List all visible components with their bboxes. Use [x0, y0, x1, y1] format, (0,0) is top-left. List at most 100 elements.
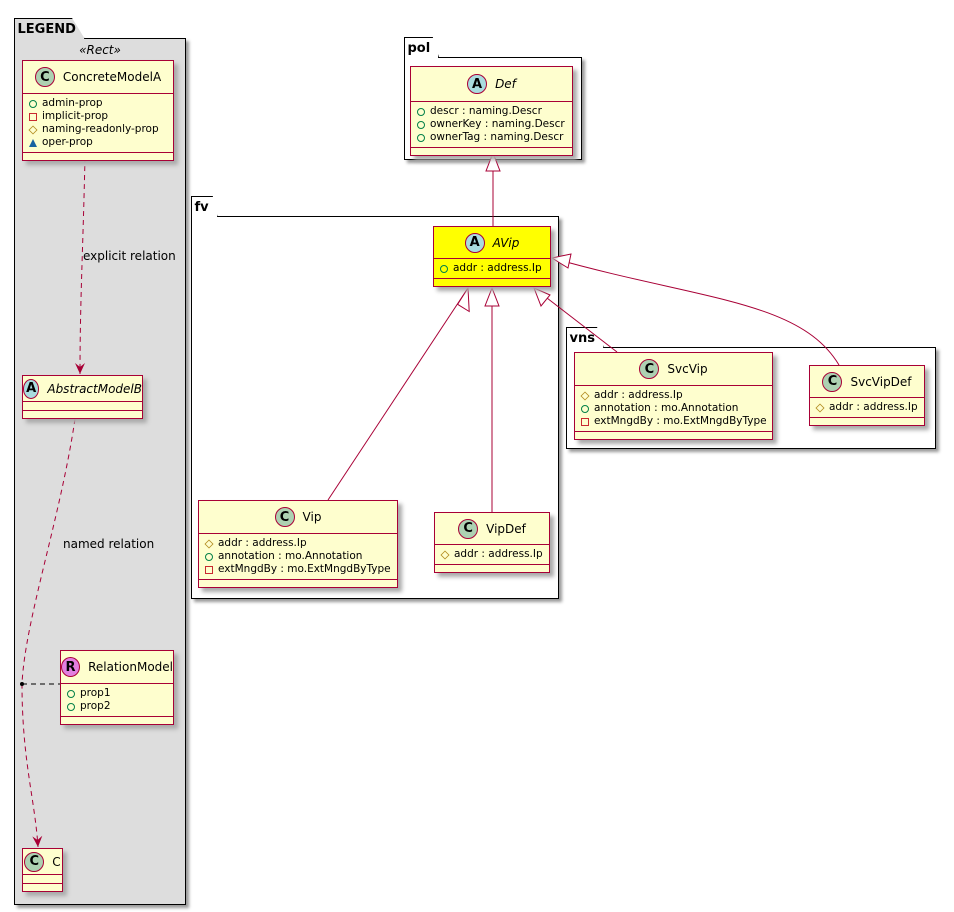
private-visibility-icon: [29, 112, 37, 121]
abstract-class-icon: A: [23, 378, 40, 399]
method-list: [434, 279, 550, 286]
class-icon: C: [458, 518, 479, 539]
method-list: [23, 153, 173, 160]
class-icon: C: [822, 371, 843, 392]
attribute: annotation : mo.Annotation: [205, 550, 391, 563]
attribute: annotation : mo.Annotation: [581, 402, 766, 415]
attribute: oper-prop: [29, 136, 167, 149]
method-list: [199, 580, 397, 587]
attribute-text: annotation : mo.Annotation: [594, 402, 739, 414]
relation-icon: R: [61, 657, 81, 677]
attribute: extMngdBy : mo.ExtMngdByType: [205, 563, 391, 576]
public-visibility-icon: [67, 689, 75, 698]
legend-stereotype: «Rect»: [79, 43, 121, 57]
public-visibility-icon: [417, 133, 425, 142]
class-name: Vip: [302, 510, 322, 524]
attribute-text: addr : address.Ip: [454, 548, 543, 560]
named-relation-label: named relation: [63, 537, 155, 551]
class-name: SvcVip: [667, 362, 708, 376]
attribute-text: implicit-prop: [42, 110, 109, 122]
public-visibility-icon: [205, 552, 213, 561]
method-list: [435, 565, 549, 572]
class-icon: C: [639, 359, 660, 379]
protected-visibility-icon: [815, 402, 825, 413]
private-visibility-icon: [205, 565, 213, 574]
attribute: descr : naming.Descr: [417, 105, 566, 118]
package-visibility-icon: [29, 138, 37, 147]
private-visibility-icon: [581, 417, 589, 426]
class-name: AVip: [492, 235, 520, 250]
abstract-class-icon: A: [467, 74, 488, 94]
package-vns-label: vns: [565, 327, 604, 348]
package-legend-label: LEGEND: [13, 18, 85, 39]
class-icon: C: [24, 851, 45, 872]
attribute-text: addr : address.Ip: [594, 389, 683, 401]
attribute-text: naming-readonly-prop: [42, 123, 159, 135]
vip-avip-generalization: [327, 287, 469, 501]
attribute-list: addr : address.Ip: [435, 545, 549, 565]
attribute-text: addr : address.Ip: [218, 537, 307, 549]
attribute: prop2: [67, 700, 167, 713]
public-visibility-icon: [29, 99, 37, 108]
svcvipdef-avip-generalization: [551, 257, 840, 366]
attribute: extMngdBy : mo.ExtMngdByType: [581, 415, 767, 428]
svcvip-avip-generalization: [533, 287, 618, 353]
protected-visibility-icon: [204, 538, 214, 549]
attribute: addr : address.Ip: [815, 401, 918, 414]
attribute: ownerTag : naming.Descr: [417, 131, 566, 144]
attribute: admin-prop: [29, 97, 167, 110]
explicit-relation-label: explicit relation: [83, 249, 176, 263]
method-list: [23, 884, 62, 891]
method-list: [411, 148, 572, 155]
attribute-text: extMngdBy : mo.ExtMngdByType: [218, 563, 391, 575]
method-list: [23, 411, 142, 418]
public-visibility-icon: [417, 107, 425, 116]
package-fv-label: fv: [190, 196, 218, 217]
attribute: addr : address.Ip: [440, 262, 544, 275]
class-header: C VipDef: [435, 513, 549, 545]
class-icon: C: [34, 67, 55, 87]
public-visibility-icon: [417, 120, 425, 129]
class-header: R RelationModel: [61, 651, 173, 684]
method-list: [575, 432, 772, 439]
class-header: C SvcVip: [575, 353, 772, 386]
named-relation-edge: [21, 418, 76, 848]
class-vip-def[interactable]: C VipDef addr : address.Ip: [434, 512, 550, 573]
attribute-text: ownerKey : naming.Descr: [430, 118, 565, 130]
attribute: prop1: [67, 687, 167, 700]
attribute-text: oper-prop: [42, 136, 93, 148]
attribute-list: addr : address.Ip: [810, 398, 924, 418]
attribute-text: ownerTag : naming.Descr: [430, 131, 564, 143]
class-name: RelationModel: [88, 660, 173, 674]
explicit-relation-edge: [75, 156, 86, 375]
class-name: VipDef: [486, 521, 526, 536]
attribute-list: addr : address.Ip: [434, 259, 550, 279]
attribute-list: [23, 875, 62, 884]
protected-visibility-icon: [580, 390, 590, 401]
protected-visibility-icon: [28, 124, 38, 135]
association-point: [20, 682, 24, 686]
package-legend: LEGEND «Rect»: [13, 18, 186, 905]
method-list: [810, 418, 924, 425]
attribute-text: addr : address.Ip: [453, 262, 542, 274]
